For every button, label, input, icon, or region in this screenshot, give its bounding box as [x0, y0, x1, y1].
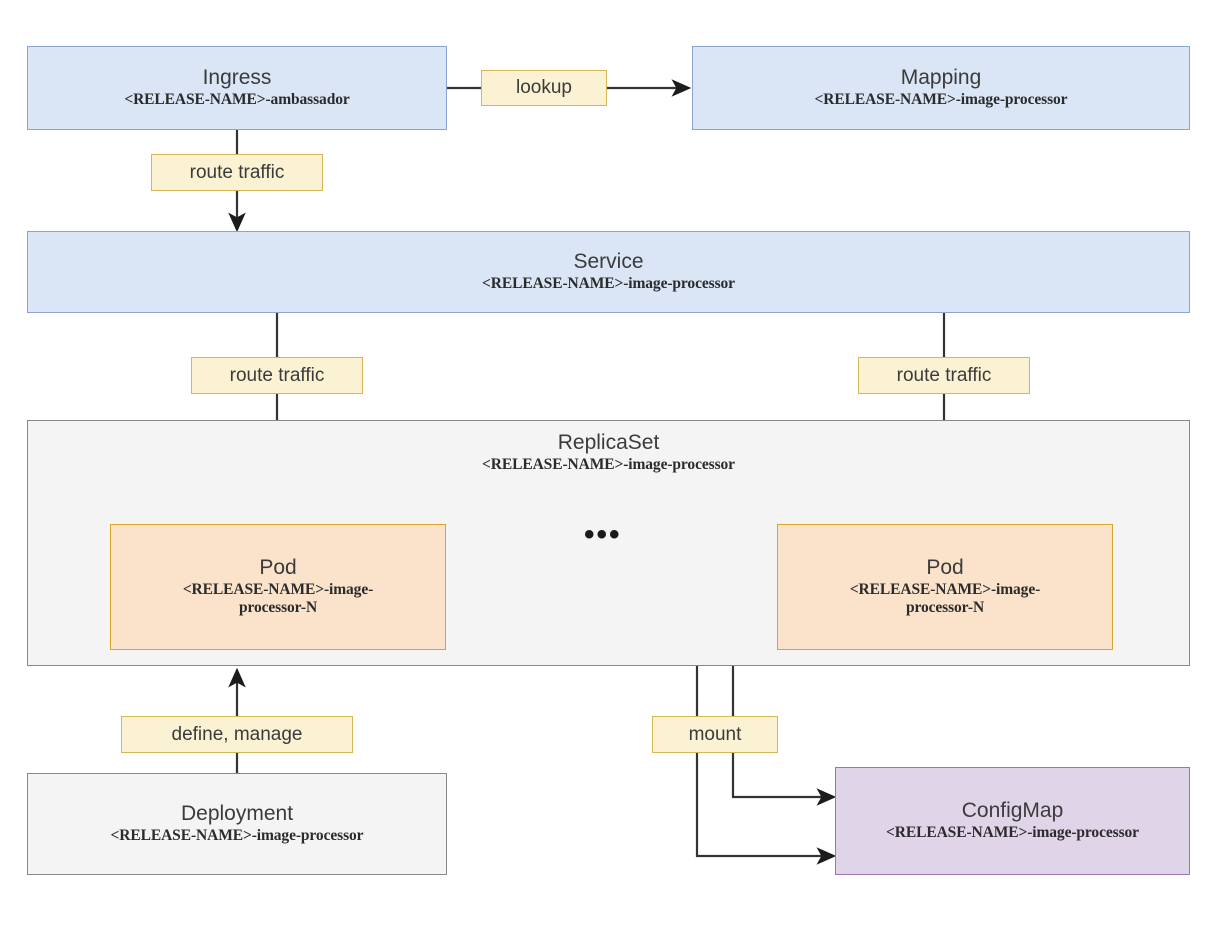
mapping-subtitle: <RELEASE-NAME>-image-processor	[814, 91, 1068, 109]
pod-left-subtitle-line1: <RELEASE-NAME>-image-	[182, 581, 374, 599]
edge-label-mount[interactable]: mount	[652, 716, 778, 753]
service-title: Service	[573, 250, 644, 274]
pod-right-subtitle-line1: <RELEASE-NAME>-image-	[849, 581, 1041, 599]
node-ingress[interactable]: Ingress <RELEASE-NAME>-ambassador	[27, 46, 447, 130]
edge-label-route-traffic-pod-right[interactable]: route traffic	[858, 357, 1030, 394]
pod-right-title: Pod	[926, 556, 964, 580]
pods-ellipsis: •••	[584, 518, 622, 551]
service-subtitle: <RELEASE-NAME>-image-processor	[482, 275, 735, 293]
edge-label-route-traffic-pod-left[interactable]: route traffic	[191, 357, 363, 394]
pod-right-subtitle-line2: processor-N	[905, 599, 985, 617]
node-deployment[interactable]: Deployment <RELEASE-NAME>-image-processo…	[27, 773, 447, 875]
configmap-title: ConfigMap	[961, 799, 1064, 823]
edge-label-route-traffic-ingress[interactable]: route traffic	[151, 154, 323, 191]
configmap-subtitle: <RELEASE-NAME>-image-processor	[886, 824, 1139, 842]
replicaset-subtitle: <RELEASE-NAME>-image-processor	[482, 455, 735, 473]
edge-label-define-manage[interactable]: define, manage	[121, 716, 353, 753]
pod-left-title: Pod	[259, 556, 297, 580]
pod-left-subtitle-line2: processor-N	[238, 599, 318, 617]
ingress-title: Ingress	[202, 66, 272, 90]
node-service[interactable]: Service <RELEASE-NAME>-image-processor	[27, 231, 1190, 313]
replicaset-title: ReplicaSet	[557, 431, 660, 454]
mapping-title: Mapping	[900, 66, 982, 90]
node-pod-right[interactable]: Pod <RELEASE-NAME>-image- processor-N	[777, 524, 1113, 650]
edge-label-lookup[interactable]: lookup	[481, 70, 607, 106]
deployment-title: Deployment	[180, 802, 294, 826]
deployment-subtitle: <RELEASE-NAME>-image-processor	[110, 827, 364, 845]
node-pod-left[interactable]: Pod <RELEASE-NAME>-image- processor-N	[110, 524, 446, 650]
node-configmap[interactable]: ConfigMap <RELEASE-NAME>-image-processor	[835, 767, 1190, 875]
ingress-subtitle: <RELEASE-NAME>-ambassador	[124, 91, 350, 109]
node-mapping[interactable]: Mapping <RELEASE-NAME>-image-processor	[692, 46, 1190, 130]
